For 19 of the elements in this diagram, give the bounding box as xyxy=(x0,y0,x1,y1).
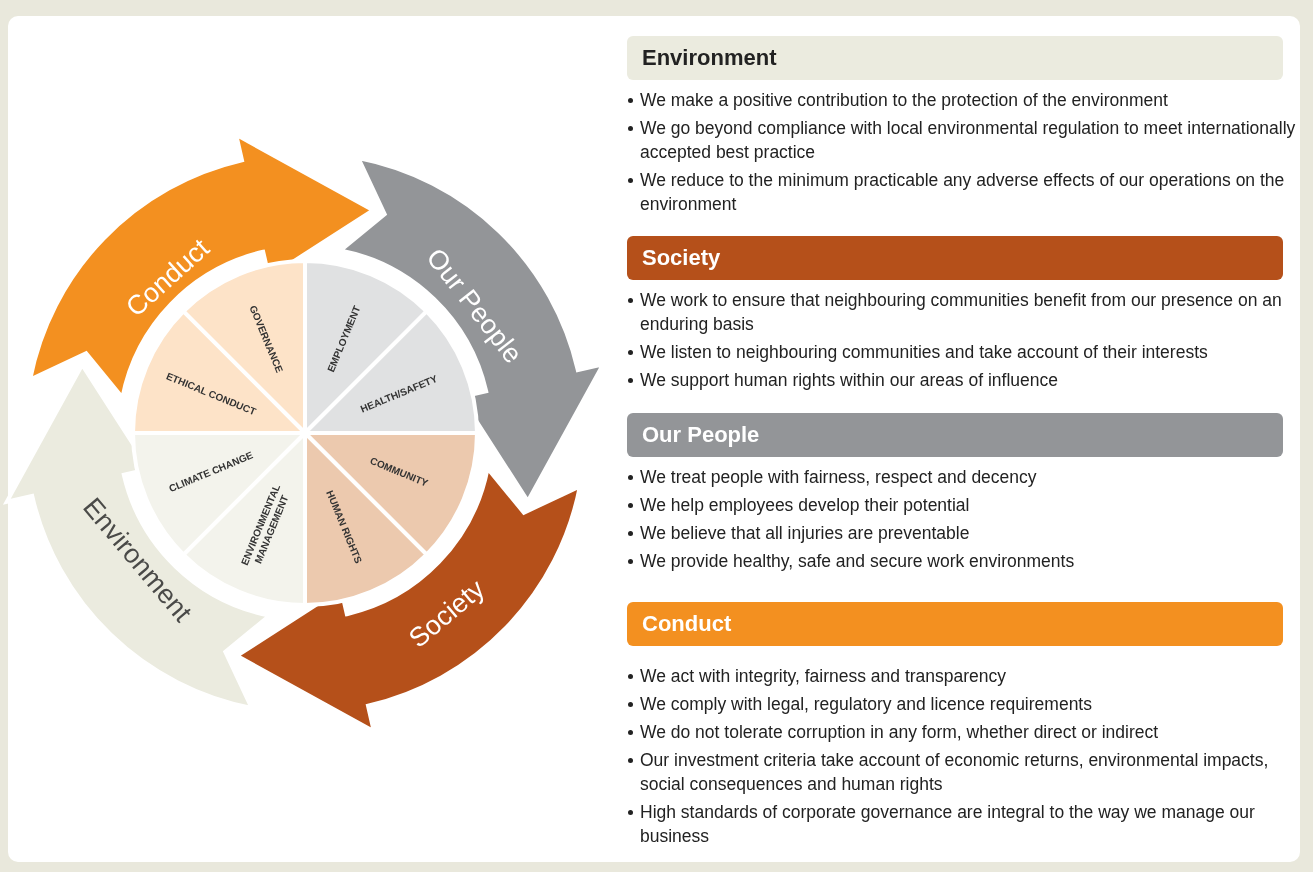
bullet-item: We provide healthy, safe and secure work environments xyxy=(640,551,1075,571)
section-header: Conduct xyxy=(627,602,1283,646)
bullet-item: We listen to neighbouring communities and take account of their interests xyxy=(640,342,1208,362)
section-header: Environment xyxy=(627,36,1283,80)
bullet-item: We treat people with fairness, respect and decency xyxy=(640,467,1037,487)
bullet-item: We reduce to the minimum practicable any adverse effects of our operations on the environment xyxy=(640,170,1285,214)
bullet-item: We help employees develop their potential xyxy=(640,495,970,515)
bullet-item: We make a positive contribution to the protection of the environment xyxy=(640,90,1168,110)
section-header: Our People xyxy=(627,413,1283,457)
section-header: Society xyxy=(627,236,1283,280)
bullet-item: We go beyond compliance with local environmental regulation to meet internationally accepted best practice xyxy=(640,118,1296,162)
bullet-item: We support human rights within our areas of influence xyxy=(640,370,1058,390)
bullet-item: We believe that all injuries are preventable xyxy=(640,523,970,543)
bullet-item: High standards of corporate governance are integral to the way we manage our business xyxy=(640,802,1255,846)
bullet-item: We comply with legal, regulatory and licence requirements xyxy=(640,694,1092,714)
bullet-item: Our investment criteria take account of economic returns, environmental impacts, social consequences and human rights xyxy=(640,750,1269,794)
bullet-item: We work to ensure that neighbouring communities benefit from our presence on an enduring basis xyxy=(640,290,1282,334)
bullet-item: We act with integrity, fairness and transparency xyxy=(640,666,1007,686)
bullet-item: We do not tolerate corruption in any form, whether direct or indirect xyxy=(640,722,1159,742)
